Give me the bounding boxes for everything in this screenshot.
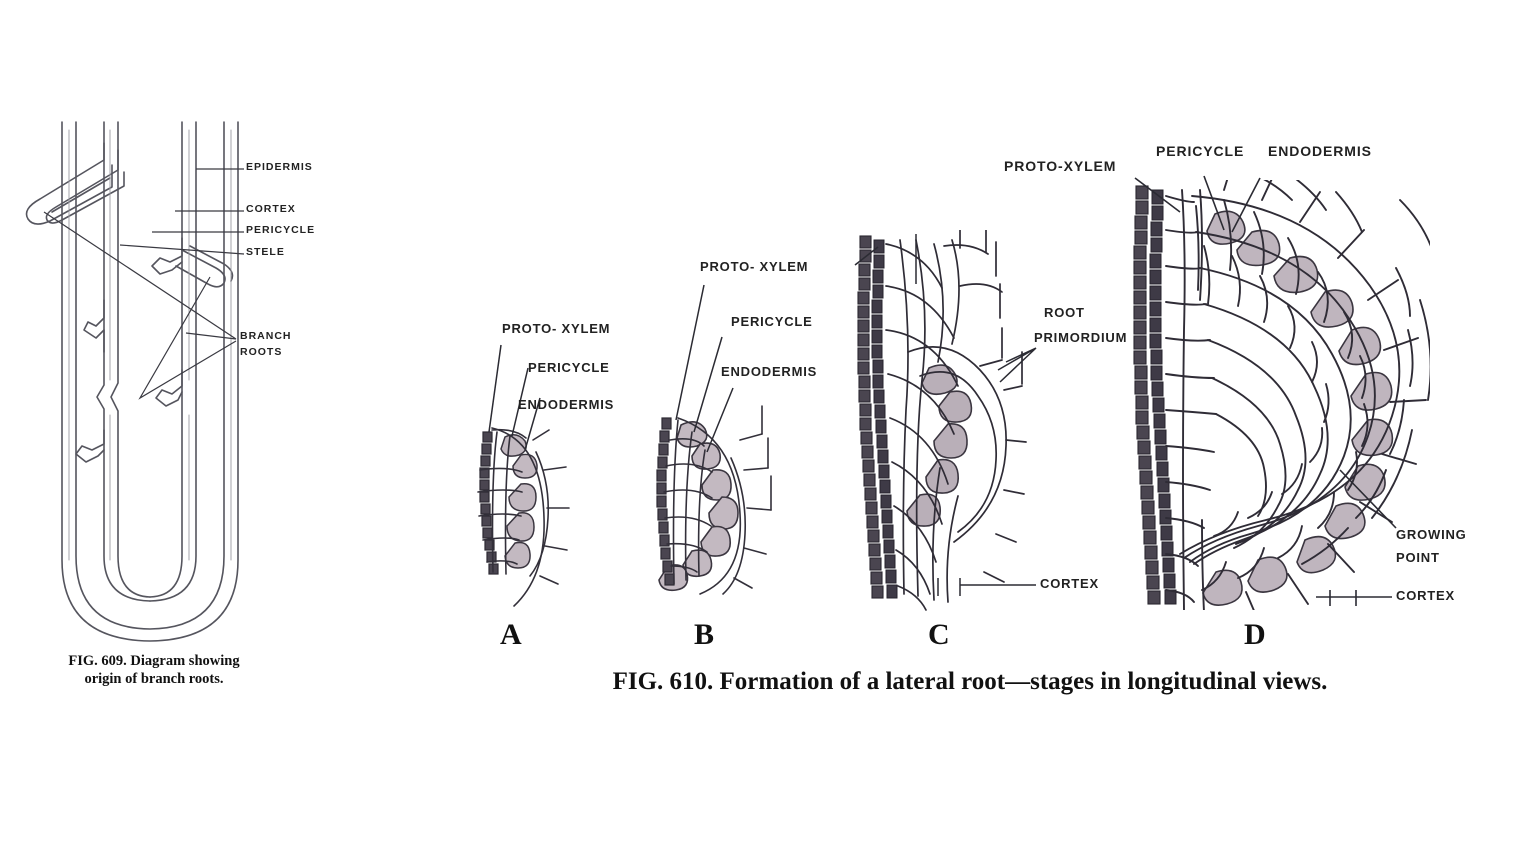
stage-letter-b: B — [694, 618, 715, 651]
stage-letter-c: C — [928, 618, 950, 651]
fig610-stage-b-drawing — [656, 405, 772, 595]
label-a-proto-xylem: PROTO- XYLEM — [502, 321, 611, 336]
label-d-cortex: CORTEX — [1396, 588, 1455, 603]
label-b-pericycle: PERICYCLE — [731, 314, 813, 329]
label-epidermis: EPIDERMIS — [246, 161, 313, 173]
stage-letter-d: D — [1244, 618, 1266, 651]
caption-fig609-line1: FIG. 609. Diagram showing — [68, 653, 240, 669]
caption-fig610: FIG. 610. Formation of a lateral root—st… — [612, 668, 1328, 695]
label-b-proto-xylem: PROTO- XYLEM — [700, 259, 809, 274]
fig609-root-drawing — [25, 121, 239, 642]
label-c-cortex: CORTEX — [1040, 576, 1099, 591]
label-branch-roots-line2: ROOTS — [240, 346, 283, 358]
label-d-growing-point-line1: GROWING — [1396, 527, 1467, 542]
fig609-leader-lines — [43, 168, 245, 400]
fig610-stage-a-drawing — [477, 427, 570, 607]
stage-letter-a: A — [500, 618, 522, 651]
fig610-stage-a-leaders — [488, 344, 541, 451]
fig610-stage-c-leaders — [915, 234, 1037, 596]
label-d-pericycle: PERICYCLE — [1156, 143, 1245, 159]
fig610-stage-c-drawing — [857, 230, 1027, 611]
label-d-growing-point-line2: POINT — [1396, 550, 1440, 565]
label-d-proto-xylem: PROTO-XYLEM — [1004, 158, 1117, 174]
fig610-stage-c-protoxylem-leader — [854, 246, 879, 266]
fig610-stage-d-drawing — [1133, 180, 1430, 610]
label-branch-roots-line1: BRANCH — [240, 330, 292, 342]
label-a-pericycle: PERICYCLE — [528, 360, 610, 375]
label-stele: STELE — [246, 246, 285, 258]
label-d-endodermis: ENDODERMIS — [1268, 143, 1372, 159]
label-pericycle: PERICYCLE — [246, 224, 316, 236]
fig610-stage-b-leaders — [675, 284, 734, 453]
label-cortex: CORTEX — [246, 203, 296, 215]
fig610-stage-d-leaders — [1134, 175, 1397, 606]
label-c-root-primordium-line2: PRIMORDIUM — [1034, 330, 1128, 345]
label-b-endodermis: ENDODERMIS — [721, 364, 818, 379]
label-a-endodermis: ENDODERMIS — [518, 397, 615, 412]
caption-fig609-line2: origin of branch roots. — [84, 671, 224, 687]
label-c-root-primordium-line1: ROOT — [1044, 305, 1085, 320]
